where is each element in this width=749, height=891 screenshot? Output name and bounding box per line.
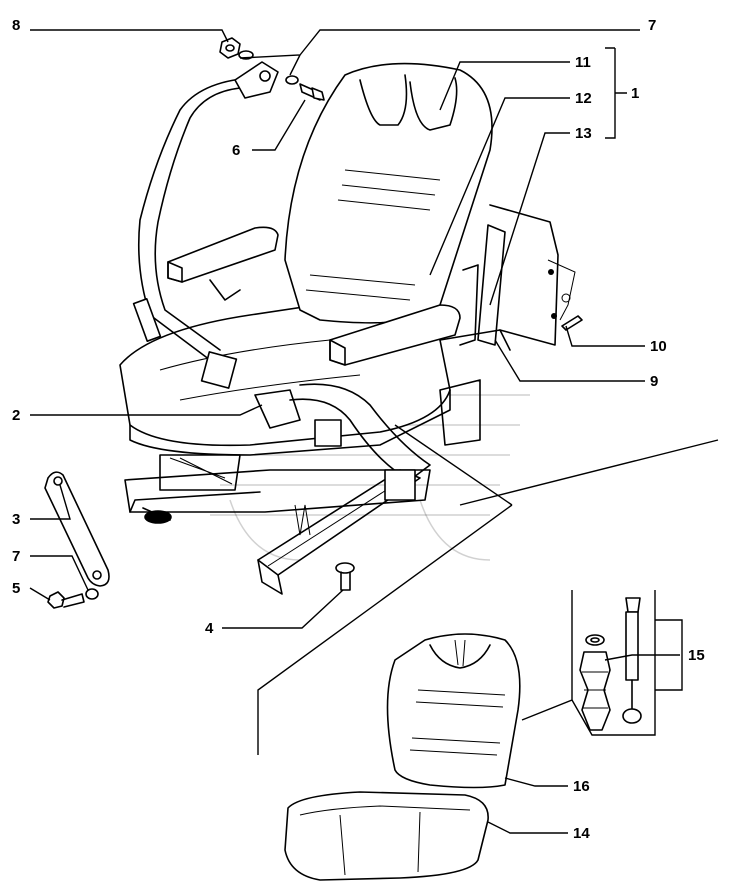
callout-2: 2: [12, 407, 20, 424]
spare-cushion: [284, 791, 489, 881]
callout-3: 3: [12, 511, 20, 528]
callout-14: 14: [573, 825, 590, 842]
callout-13: 13: [575, 125, 592, 142]
callout-12: 12: [575, 90, 592, 107]
shock-absorber-kit: [579, 597, 642, 731]
callout-9: 9: [650, 373, 658, 390]
bolt: [335, 562, 355, 574]
anchor-plate: [44, 471, 110, 587]
seat-base-frame: [124, 454, 431, 595]
washer: [85, 588, 99, 600]
callout-6: 6: [232, 142, 240, 159]
callout-15: 15: [688, 647, 705, 664]
callout-11: 11: [575, 54, 591, 71]
hardware-group: [47, 37, 583, 609]
spare-backrest: [386, 633, 521, 789]
seat-belt: [132, 61, 431, 501]
callout-7-top: 7: [648, 17, 656, 34]
backrest-main: [284, 62, 493, 324]
bolt: [561, 315, 583, 331]
callout-labels: 8 7 6 11 12 13 1 10 9 2 3 7 5 4 15 16 14: [12, 17, 705, 842]
bolt: [47, 591, 65, 609]
callout-4: 4: [205, 620, 214, 637]
armrest-right: [329, 304, 511, 366]
callout-10: 10: [650, 338, 667, 355]
nut: [219, 37, 241, 59]
callout-1: 1: [631, 85, 639, 102]
washer: [285, 75, 299, 85]
callout-8: 8: [12, 17, 20, 34]
callout-16: 16: [573, 778, 590, 795]
side-bracket: [439, 204, 576, 446]
leader-lines: [29, 29, 683, 834]
callout-5: 5: [12, 580, 20, 597]
group-boundary-lines: [257, 424, 719, 755]
armrest-left: [167, 226, 279, 301]
callout-7-lower: 7: [12, 548, 20, 565]
